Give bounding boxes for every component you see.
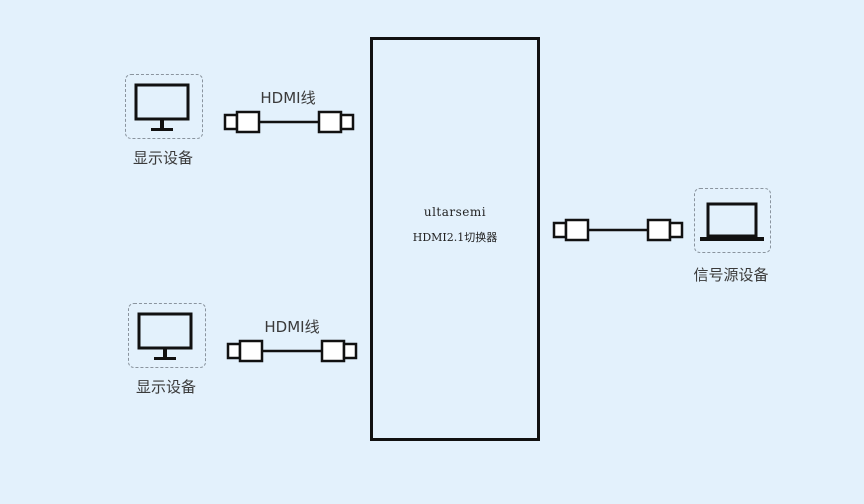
hdmi-switcher-box [370,37,540,441]
cable-1-label: HDMI线 [260,89,316,107]
source-device-box [694,188,771,253]
display-device-2-label: 显示设备 [135,378,196,396]
switcher-brand: ultarsemi [423,205,487,219]
laptop-icon [700,202,764,241]
cable-2-label: HDMI线 [264,318,320,336]
display-device-1-box [125,74,203,139]
hdmi-cable-icon [226,339,358,363]
switcher-model: HDMI2.1切换器 [412,231,498,244]
monitor-icon [134,83,190,131]
hdmi-cable-icon [223,110,355,134]
display-device-2-box [128,303,206,368]
hdmi-cable-icon [552,218,684,242]
monitor-icon [137,312,193,360]
display-device-1-label: 显示设备 [132,149,193,167]
source-device-label: 信号源设备 [693,266,769,284]
